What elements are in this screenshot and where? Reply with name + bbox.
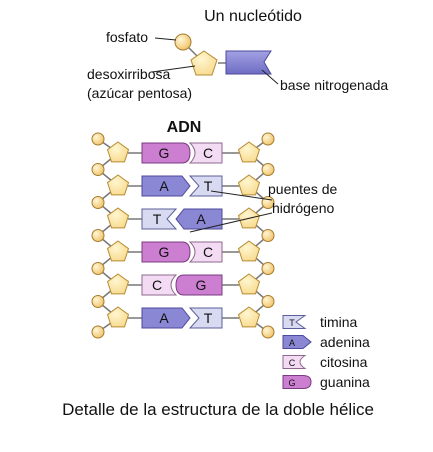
phosphate-icon (174, 33, 192, 51)
sugar-pentagon-icon (106, 273, 130, 295)
label-hbond-1: puentes de (268, 181, 337, 197)
legend-key: G (288, 378, 295, 388)
phosphate-icon (91, 196, 105, 209)
title-dna: ADN (167, 119, 202, 136)
base-letter-left: T (153, 211, 162, 227)
phosphate-icon (91, 229, 105, 242)
phosphate-icon (261, 295, 275, 308)
phosphate-icon (91, 262, 105, 275)
legend-label: guanina (320, 374, 370, 390)
phosphate-icon (91, 295, 105, 308)
sugar-pentagon-icon (106, 240, 130, 262)
base-T-shape (188, 307, 223, 329)
base-letter-left: G (159, 244, 170, 260)
phosphate-icon (91, 163, 105, 176)
phosphate-icon (91, 325, 105, 339)
base-A-shape (141, 175, 191, 197)
base-letter-left: A (159, 310, 169, 326)
sugar-pentagon-icon (237, 240, 261, 262)
base-letter-right: C (203, 244, 213, 260)
sugar-pentagon-icon (237, 306, 261, 328)
sugar-pentagon-icon (106, 141, 130, 163)
legend-key: A (289, 338, 295, 348)
hbond-pointer-2 (189, 212, 273, 233)
base-C-shape (188, 241, 223, 263)
base-C-shape (188, 142, 223, 164)
label-phosphate: fosfato (106, 29, 148, 45)
base-letter-left: G (159, 145, 170, 161)
sugar-pentagon-icon (237, 273, 261, 295)
phosphate-icon (261, 163, 275, 176)
title-nucleotide: Un nucleótido (204, 8, 302, 25)
base-G-shape (141, 241, 191, 263)
legend-swatch-C (282, 355, 307, 369)
phosphate-icon (261, 325, 275, 339)
phosphate-icon (91, 132, 105, 146)
base-G-shape (141, 142, 191, 164)
label-sugar: desoxirribosa (87, 66, 170, 82)
nucleotide-illustration (151, 33, 279, 85)
phosphate-icon (261, 229, 275, 242)
phosphate-icon (261, 132, 275, 146)
sugar-pentagon-icon (237, 141, 261, 163)
label-base: base nitrogenada (280, 77, 388, 93)
base-letter-left: A (159, 178, 169, 194)
base-letter-right: A (196, 211, 206, 227)
base-A-shape (141, 307, 191, 329)
base-C-shape (141, 274, 178, 296)
sugar-pentagon-icon (106, 174, 130, 196)
legend-swatch-T (282, 315, 307, 329)
phosphate-icon (261, 262, 275, 275)
sugar-pentagon-icon (190, 50, 218, 76)
base-letter-right: T (204, 178, 213, 194)
hbond-pointer-1 (210, 190, 273, 201)
nitrogenous-base-icon (225, 50, 272, 75)
base-G-shape (175, 274, 223, 296)
base-letter-right: C (203, 145, 213, 161)
legend-swatch-G (282, 375, 312, 389)
base-letter-left: C (152, 277, 162, 293)
label-sugar-note: (azúcar pentosa) (87, 85, 192, 101)
legend-swatch-A (282, 335, 312, 349)
legend-label: citosina (320, 354, 368, 370)
legend-key: T (289, 318, 295, 328)
label-hbond-2: hidrógeno (272, 200, 334, 216)
base-letter-right: G (196, 277, 207, 293)
sugar-pentagon-icon (106, 306, 130, 328)
caption: Detalle de la estructura de la doble hél… (62, 400, 374, 419)
base-A-shape (175, 208, 223, 230)
sugar-pentagon-icon (106, 207, 130, 229)
legend-key: C (289, 358, 296, 368)
sugar-pentagon-icon (237, 174, 261, 196)
base-letter-right: T (204, 310, 213, 326)
base-T-shape (141, 208, 178, 230)
legend-label: adenina (320, 334, 370, 350)
legend-label: timina (320, 314, 358, 330)
